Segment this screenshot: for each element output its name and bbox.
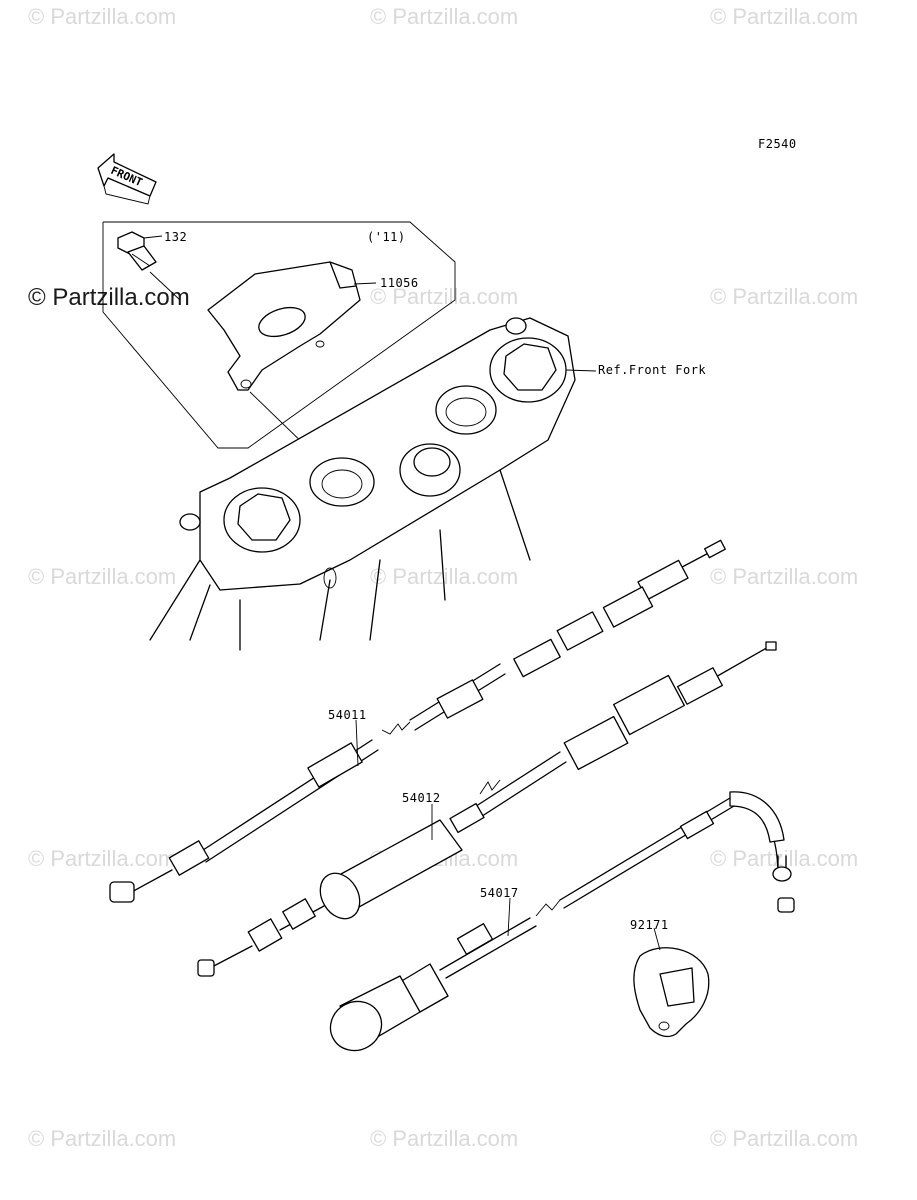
- triple-clamp-drawing: [149, 317, 597, 651]
- year-note: ('11): [367, 230, 406, 244]
- part-label-92171[interactable]: 92171: [630, 918, 669, 932]
- bracket-group-outline: [102, 221, 456, 449]
- reference-label: Ref.Front Fork: [598, 363, 707, 377]
- bracket-11056-drawing: [207, 261, 377, 451]
- holder-92171-drawing: [633, 927, 710, 1038]
- bolt-132-drawing: [117, 231, 181, 301]
- cable-54011-drawing: [109, 539, 726, 903]
- front-arrow-icon: FRONT: [97, 153, 157, 205]
- part-label-11056[interactable]: 11056: [380, 276, 419, 290]
- figure-code: F2540: [758, 137, 797, 151]
- part-label-54011[interactable]: 54011: [328, 708, 367, 722]
- part-label-132[interactable]: 132: [164, 230, 188, 244]
- part-label-54017[interactable]: 54017: [480, 886, 519, 900]
- cable-54012-drawing: [197, 641, 777, 977]
- watermark-prominent: © Partzilla.com: [28, 284, 190, 311]
- cable-54017-drawing: [329, 791, 795, 1052]
- part-label-54012[interactable]: 54012: [402, 791, 441, 805]
